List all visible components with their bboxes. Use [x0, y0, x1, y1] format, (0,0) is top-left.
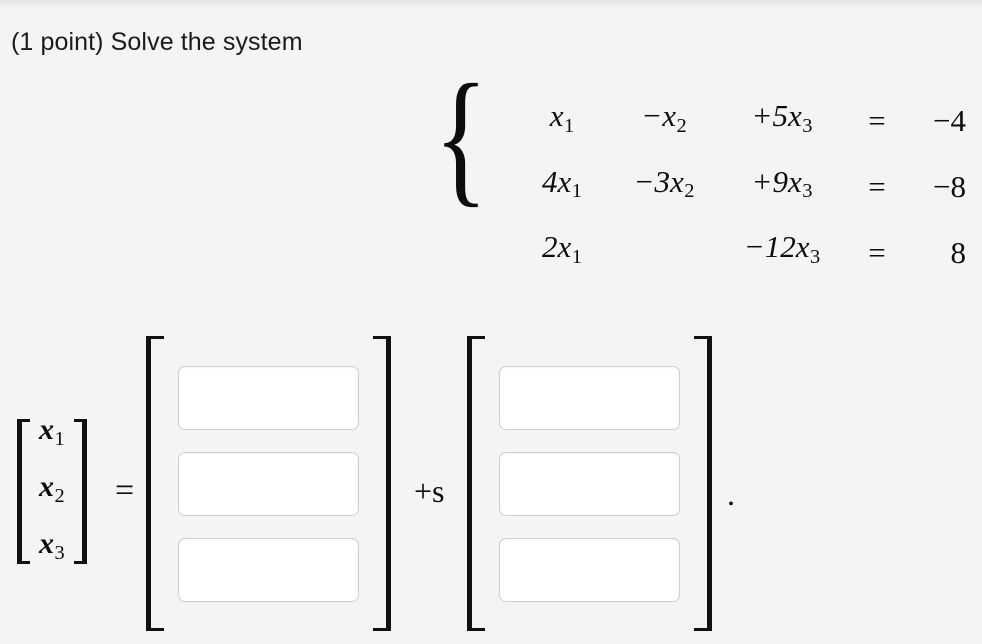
bracket-right-icon [694, 336, 712, 631]
unknown-x2: x2 [39, 463, 65, 520]
particular-inputs [164, 336, 373, 631]
equation-term-x2: −3x2 [610, 154, 718, 220]
direction-inputs [485, 336, 694, 631]
unknown-subscript: 2 [54, 484, 65, 507]
term-subscript: 3 [802, 180, 813, 203]
trailing-period: . [727, 476, 735, 512]
term-subscript: 3 [802, 114, 813, 137]
term-subscript: 1 [571, 246, 582, 269]
equation-term-x1: 2x1 [514, 219, 610, 285]
equation-row: 4x1 −3x2 +9x3 = −8 [514, 154, 966, 220]
bracket-right-icon [373, 336, 391, 631]
unknown-subscript: 1 [54, 428, 65, 451]
term-subscript: 1 [564, 114, 575, 137]
plus-s-label: +s [414, 472, 445, 510]
unknown-x1: x1 [39, 406, 65, 463]
term-coefficient: −x [641, 98, 676, 133]
unknown-vector: x1 x2 x3 [17, 413, 87, 564]
bracket-left-icon [146, 336, 164, 631]
unknown-symbol: x [39, 526, 54, 560]
unknown-symbol: x [39, 413, 54, 447]
system-brace: { [434, 54, 488, 220]
particular-input-3[interactable] [178, 537, 359, 602]
equation-table: x1 −x2 +5x3 = −4 4x1 −3x2 +9x3 = −8 2x1 … [514, 88, 966, 285]
equation-row: 2x1 −12x3 = 8 [514, 219, 966, 285]
page-top-edge [0, 0, 982, 7]
equation-equals: = [868, 169, 886, 205]
term-subscript [664, 246, 665, 268]
equation-equals: = [868, 103, 886, 139]
term-subscript: 3 [809, 246, 821, 269]
equation-term-x2-empty [610, 219, 718, 285]
term-coefficient: 2x [542, 229, 572, 265]
term-coefficient: −3x [633, 163, 684, 199]
unknown-subscript: 3 [54, 541, 65, 564]
unknown-vector-cells: x1 x2 x3 [30, 413, 74, 564]
particular-input-2[interactable] [178, 451, 359, 516]
bracket-left-icon [467, 336, 485, 631]
equation-rhs: 8 [950, 234, 967, 270]
equation-term-x1: x1 [514, 88, 610, 154]
particular-input-1[interactable] [178, 365, 359, 430]
bracket-right-icon [73, 419, 87, 564]
direction-input-2[interactable] [499, 451, 680, 516]
term-coefficient: 4x [542, 163, 572, 199]
equation-row: x1 −x2 +5x3 = −4 [514, 88, 966, 154]
term-coefficient: x [549, 98, 564, 133]
term-subscript: 2 [676, 114, 687, 137]
answer-area: x1 x2 x3 = +s [0, 325, 982, 631]
equation-term-x3: +5x3 [718, 88, 846, 154]
term-subscript: 2 [684, 180, 695, 203]
direction-input-3[interactable] [499, 537, 680, 602]
equation-rhs: −4 [933, 103, 966, 139]
plus-s-text: +s [414, 473, 445, 509]
direction-input-1[interactable] [499, 365, 680, 430]
direction-vector [467, 336, 712, 631]
equation-term-x2: −x2 [610, 88, 718, 154]
equation-term-x3: +9x3 [718, 154, 846, 220]
equation-rhs: −8 [933, 169, 966, 205]
bracket-left-icon [17, 419, 30, 564]
term-subscript: 1 [571, 180, 582, 203]
unknown-symbol: x [39, 470, 54, 504]
equation-system: { x1 −x2 +5x3 = −4 4x1 −3x2 +9x3 = −8 2x… [434, 62, 966, 285]
page-title: (1 point) Solve the system [11, 28, 303, 56]
term-coefficient: +5x [751, 98, 802, 133]
unknown-x3: x3 [39, 520, 65, 577]
term-coefficient: +9x [751, 163, 802, 199]
answer-equals: = [115, 472, 135, 509]
particular-solution-vector [146, 336, 391, 631]
term-coefficient: −12x [743, 229, 810, 265]
equation-term-x3: −12x3 [718, 219, 846, 285]
equation-term-x1: 4x1 [514, 154, 610, 220]
equation-equals: = [868, 234, 886, 270]
